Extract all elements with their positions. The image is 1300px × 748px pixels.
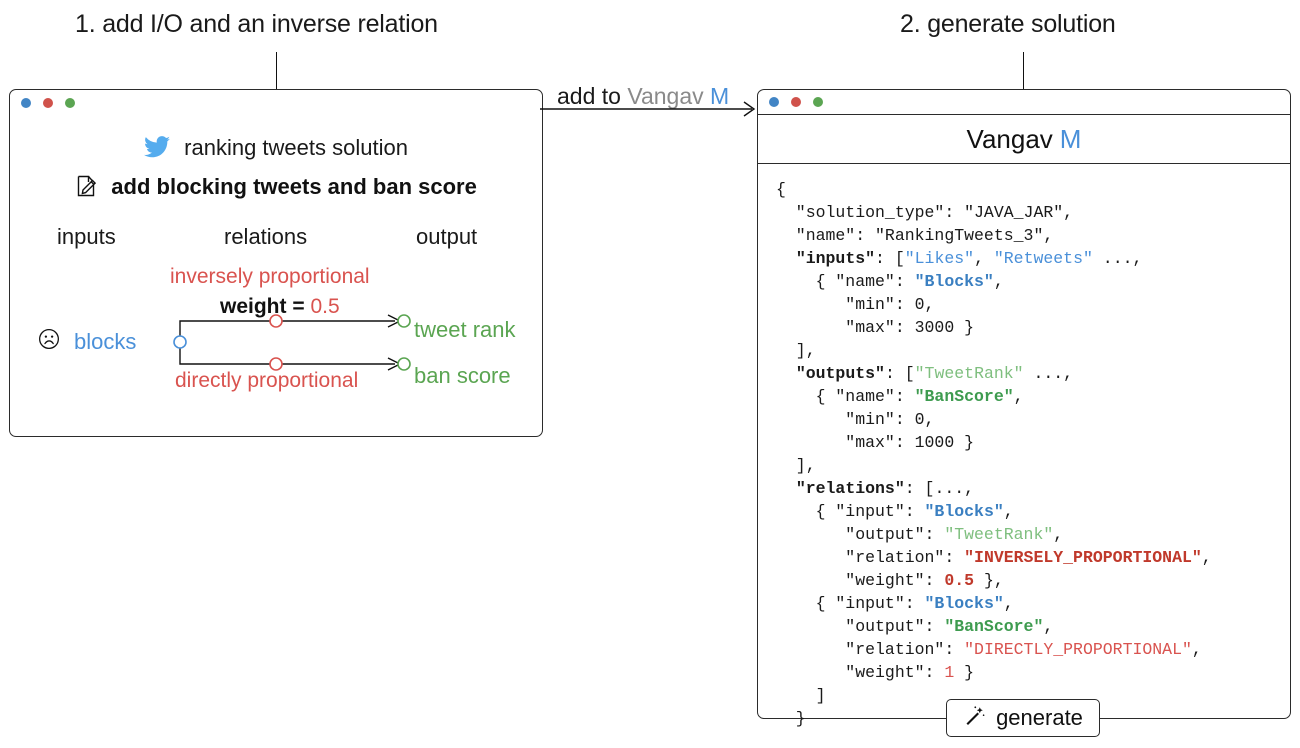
edit-title-row[interactable]: add blocking tweets and ban score [10, 174, 542, 204]
window-dot-green-icon[interactable] [813, 97, 823, 107]
solution-title-row: ranking tweets solution [10, 135, 542, 164]
code-line: "name": "RankingTweets_3", [776, 226, 1054, 245]
relation-bottom-label[interactable]: directly proportional [175, 369, 359, 392]
input-node-blocks[interactable]: blocks [38, 328, 136, 356]
app-title-suffix: M [1059, 123, 1082, 154]
magic-wand-icon [963, 703, 987, 733]
app-title: Vangav M [758, 115, 1290, 164]
generate-button-label: generate [996, 705, 1083, 730]
flow-arrow-prefix: add to [557, 83, 628, 109]
code-line: "relation": "INVERSELY_PROPORTIONAL", [776, 548, 1212, 567]
step-2-caption: 2. generate solution [900, 10, 1116, 38]
step-1-caption: 1. add I/O and an inverse relation [75, 10, 438, 38]
step-2-leader-line [1023, 52, 1024, 92]
code-line: } [776, 709, 806, 728]
output-node-ban-score[interactable]: ban score [414, 363, 511, 388]
code-line: "weight": 1 } [776, 663, 975, 682]
right-window-titlebar [758, 90, 1290, 115]
code-line: "min": 0, [776, 410, 935, 429]
code-line: "weight": 0.5 }, [776, 571, 1004, 590]
solution-editor-window: ranking tweets solution add blocking twe… [9, 89, 543, 437]
relation-edges [173, 314, 411, 371]
column-header-output: output [416, 224, 478, 249]
flow-arrow-brand: Vangav [627, 83, 704, 109]
column-header-inputs: inputs [57, 224, 116, 249]
twitter-icon [144, 136, 171, 164]
relation-weight-text: weight = [220, 295, 311, 318]
left-window-titlebar [10, 90, 542, 115]
window-dot-blue-icon[interactable] [21, 97, 31, 108]
relation-diagram: inversely proportional weight = 0.5 dire… [10, 264, 542, 414]
column-headers: inputs relations output [10, 224, 542, 264]
code-line: "solution_type": "JAVA_JAR", [776, 203, 1074, 222]
code-line: "min": 0, [776, 295, 935, 314]
solution-title-text: ranking tweets solution [184, 135, 408, 160]
code-line: "output": "BanScore", [776, 617, 1054, 636]
step-1-leader-line [276, 52, 277, 92]
relation-top-label[interactable]: inversely proportional [170, 265, 370, 288]
code-line: { "input": "Blocks", [776, 502, 1014, 521]
window-dot-blue-icon[interactable] [769, 97, 779, 107]
vangav-m-window: Vangav M { "solution_type": "JAVA_JAR", … [757, 89, 1291, 728]
frowning-face-icon [38, 328, 60, 356]
code-line: "relations": [..., [795, 479, 975, 498]
generate-button[interactable]: generate [946, 699, 1100, 737]
code-line: "inputs": ["Likes", "Retweets" ..., [795, 249, 1143, 268]
code-line: { [776, 180, 786, 199]
code-line: "output": "TweetRank", [776, 525, 1064, 544]
edit-title-text: add blocking tweets and ban score [111, 174, 477, 199]
relation-weight-label[interactable]: weight = 0.5 [220, 295, 340, 319]
code-line: ] [776, 686, 826, 705]
code-line: { "input": "Blocks", [776, 594, 1014, 613]
code-line: "max": 1000 } [776, 433, 975, 452]
window-dot-red-icon[interactable] [791, 97, 801, 107]
output-node-tweet-rank[interactable]: tweet rank [414, 317, 516, 342]
code-line: ], [776, 341, 816, 360]
code-line: "max": 3000 } [776, 318, 975, 337]
code-line: { "name": "BanScore", [776, 387, 1024, 406]
edit-document-icon [75, 174, 99, 204]
column-header-relations: relations [224, 224, 308, 249]
code-line: { "name": "Blocks", [776, 272, 1004, 291]
code-line: "relation": "DIRECTLY_PROPORTIONAL", [776, 640, 1202, 659]
code-line: ], [776, 456, 816, 475]
code-line: "outputs": ["TweetRank" ..., [795, 364, 1074, 383]
flow-arrow-icon [540, 101, 756, 117]
flow-arrow-brand-suffix: M [703, 83, 730, 109]
window-dot-green-icon[interactable] [65, 97, 75, 108]
flow-arrow-label: add to Vangav M [557, 83, 729, 110]
relation-weight-value: 0.5 [310, 295, 340, 318]
window-dot-red-icon[interactable] [43, 97, 53, 108]
app-title-name: Vangav [966, 123, 1053, 154]
solution-json-code[interactable]: { "solution_type": "JAVA_JAR", "name": "… [758, 164, 1290, 730]
input-node-label: blocks [74, 329, 137, 354]
